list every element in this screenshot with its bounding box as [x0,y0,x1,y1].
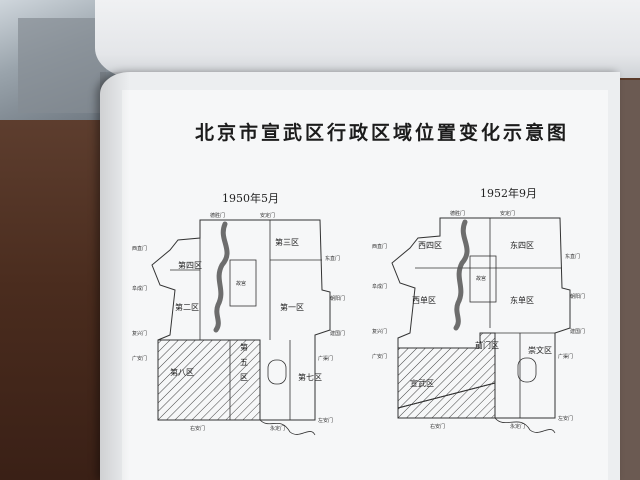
background-edge [616,80,640,480]
district-label: 区 [240,373,248,382]
gate-label: 朝阳门 [570,293,585,300]
gate-label: 西直门 [132,245,147,252]
gate-label: 安定门 [500,210,515,217]
gate-label: 德胜门 [450,210,465,217]
gate-label: 安定门 [260,212,275,219]
gate-label: 左安门 [558,415,573,422]
district-label: 第 [240,342,248,352]
gate-label: 左安门 [318,417,333,424]
district-label: 第八区 [170,367,194,377]
district-label: 第四区 [178,260,202,270]
page-content: 北京市宣武区行政区域位置变化示意图 1950年5月 1952年9月 [122,90,608,480]
district-label: 第三区 [275,237,299,247]
gate-label: 西直门 [372,243,387,250]
district-label: 崇文区 [528,345,552,355]
page-edge-shadow [100,72,130,480]
gate-label: 建国门 [330,330,345,337]
gate-label: 德胜门 [210,212,225,219]
gate-label: 右安门 [190,425,205,432]
district-label: 前门区 [475,340,499,350]
gate-label: 复兴门 [372,328,387,335]
gate-label: 广安门 [132,355,147,362]
district-label: 西单区 [412,295,436,305]
gate-label: 广安门 [372,353,387,360]
gate-label: 建国门 [570,328,585,335]
map-1952: 西四区 东四区 西单区 东单区 前门区 宣武区 崇文区 故宫 德胜门 安定门 西… [372,210,585,434]
district-label: 东四区 [510,240,534,250]
gate-label: 永定门 [270,425,285,432]
gate-label: 东直门 [565,253,580,260]
gate-label: 广渠门 [318,355,333,362]
map-date-1950: 1950年5月 [222,192,279,205]
district-label: 东单区 [510,295,534,305]
gate-label: 永定门 [510,423,525,430]
gate-label: 复兴门 [132,330,147,337]
gate-label: 朝阳门 [330,295,345,302]
district-label: 第七区 [298,372,322,382]
curled-page-top [95,0,640,78]
gate-label: 阜成门 [372,283,387,290]
gate-label: 右安门 [430,423,445,430]
background-tower [18,18,106,113]
book-page: 北京市宣武区行政区域位置变化示意图 1950年5月 1952年9月 [100,72,620,480]
palace-label: 故宫 [236,280,246,287]
district-label: 五 [240,358,248,367]
district-label: 第一区 [280,302,304,312]
page-title: 北京市宣武区行政区域位置变化示意图 [194,122,569,144]
palace-label: 故宫 [476,275,486,282]
gate-label: 广渠门 [558,353,573,360]
gate-label: 东直门 [325,255,340,262]
map-date-1952: 1952年9月 [480,187,537,200]
map-1950: 第四区 第三区 第二区 第一区 第八区 第七区 第 五 区 故宫 德胜门 安定门… [132,212,345,436]
district-label: 宣武区 [410,378,434,388]
district-label: 西四区 [418,241,442,250]
gate-label: 阜成门 [132,285,147,292]
district-label: 第二区 [175,302,199,312]
